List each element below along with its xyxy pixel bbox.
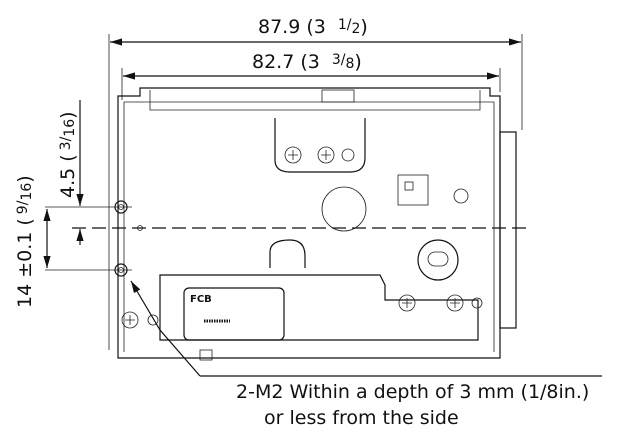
- camera-module-body: [114, 87, 517, 361]
- callout-leader: [130, 280, 201, 377]
- callout-line-1: 2-M2 Within a depth of 3 mm (1/8in.): [236, 381, 589, 403]
- hole-spacing-label: 14 ±0.1 (9/16): [14, 175, 36, 308]
- fcb-label-plate: FCB: [183, 287, 285, 341]
- fcb-label-text: FCB: [190, 294, 212, 305]
- extension-lines: [45, 34, 523, 350]
- hole-offset-label: 4.5 (3/16): [57, 111, 79, 198]
- callout-line-2: or less from the side: [264, 407, 459, 429]
